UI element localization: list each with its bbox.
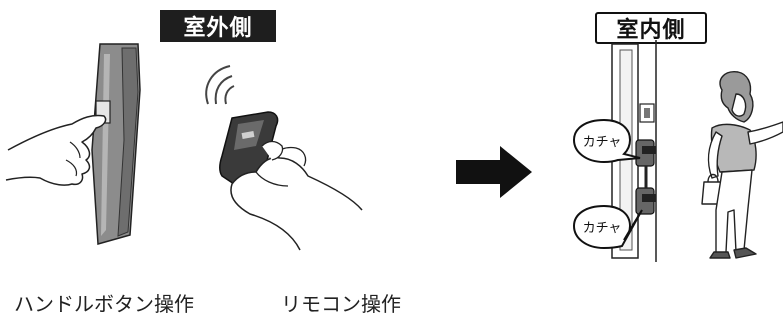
door-handle-icon xyxy=(91,43,141,245)
hand-pressing-button-icon xyxy=(5,114,107,186)
click-sound-bubble-lower: カチャ xyxy=(572,204,643,250)
outside-label: 室外側 xyxy=(160,10,276,42)
bubble-text-lower: カチャ xyxy=(583,221,622,236)
bubble-text-upper: カチャ xyxy=(583,135,622,150)
person-walking-icon xyxy=(701,71,783,259)
caption-handle-button: ハンドルボタン操作 xyxy=(14,292,194,316)
right-arrow-icon xyxy=(456,146,532,198)
wireless-signal-icon xyxy=(205,65,235,105)
inside-label: 室内側 xyxy=(595,12,707,44)
click-sound-bubble-upper: カチャ xyxy=(572,118,641,164)
caption-remote-control: リモコン操作 xyxy=(281,292,401,316)
hand-holding-remote-icon xyxy=(230,140,363,251)
